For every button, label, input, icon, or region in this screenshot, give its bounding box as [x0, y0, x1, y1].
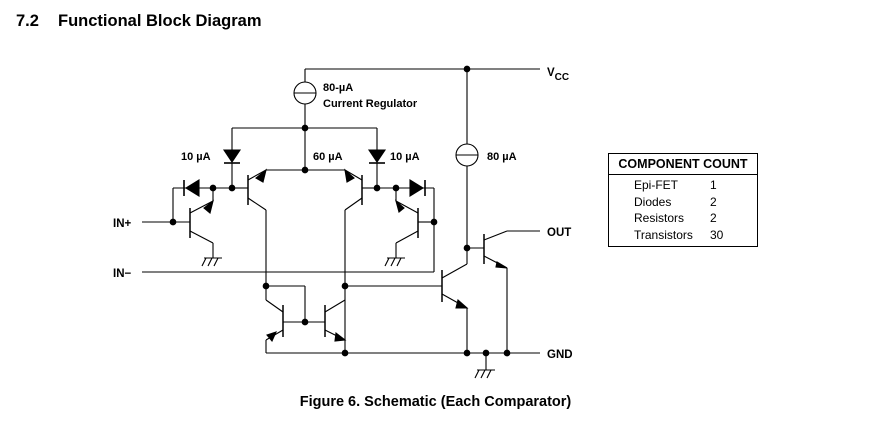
left-input-diode: [172, 179, 232, 222]
left-diff-transistor: [232, 168, 267, 286]
regulator-name-label: Current Regulator: [323, 98, 418, 110]
output-transistor: [467, 230, 540, 353]
mirror-load: [262, 282, 442, 353]
component-row-epi-fet: Epi-FET 1: [609, 177, 757, 194]
output-current-source: [455, 69, 479, 252]
component-count-title: COMPONENT COUNT: [609, 154, 757, 175]
out-label: OUT: [547, 227, 571, 239]
component-count-table: COMPONENT COUNT Epi-FET 1 Diodes 2 Resisto…: [608, 153, 758, 247]
gnd-rail: [266, 349, 540, 379]
in-minus-label: IN−: [113, 268, 132, 280]
component-name: Diodes: [634, 194, 672, 209]
regulator-current-label: 80-µA: [323, 82, 353, 94]
component-count: 1: [710, 178, 717, 192]
right-diode: [367, 128, 387, 192]
center-source-label: 60 µA: [313, 151, 343, 163]
right-diff-transistor: [341, 168, 377, 353]
right-source-label: 10 µA: [390, 151, 420, 163]
current-regulator: [232, 69, 377, 174]
component-count: 30: [710, 227, 724, 242]
in-plus-line: [142, 218, 177, 226]
component-row-transistors: Transistors 30: [609, 227, 757, 244]
right-input-transistor: [384, 188, 434, 267]
left-source-label: 10 µA: [181, 151, 211, 163]
vcc-label: VCC: [547, 67, 569, 83]
vcc-rail: [305, 65, 540, 73]
component-name: Transistors: [634, 227, 693, 242]
component-count: 2: [710, 194, 717, 209]
in-plus-label: IN+: [113, 218, 132, 230]
component-name: Resistors: [634, 211, 685, 225]
right-input-diode: [377, 179, 438, 272]
component-name: Epi-FET: [634, 178, 679, 192]
figure-caption: Figure 6. Schematic (Each Comparator): [299, 394, 572, 410]
left-input-transistor: [173, 188, 222, 267]
component-row-diodes: Diodes 2: [609, 194, 757, 211]
section-number: 7.2: [16, 12, 39, 30]
section-title: Functional Block Diagram: [58, 12, 262, 30]
output-driver-transistor: [441, 248, 469, 353]
section-heading: 7.2 Functional Block Diagram: [16, 12, 262, 31]
left-diode: [222, 128, 242, 192]
output-source-label: 80 µA: [487, 151, 517, 163]
gnd-label: GND: [547, 349, 573, 361]
component-count: 2: [710, 211, 717, 225]
component-row-resistors: Resistors 2: [609, 210, 757, 227]
figure-caption-wrap: Figure 6. Schematic (Each Comparator): [0, 394, 883, 410]
